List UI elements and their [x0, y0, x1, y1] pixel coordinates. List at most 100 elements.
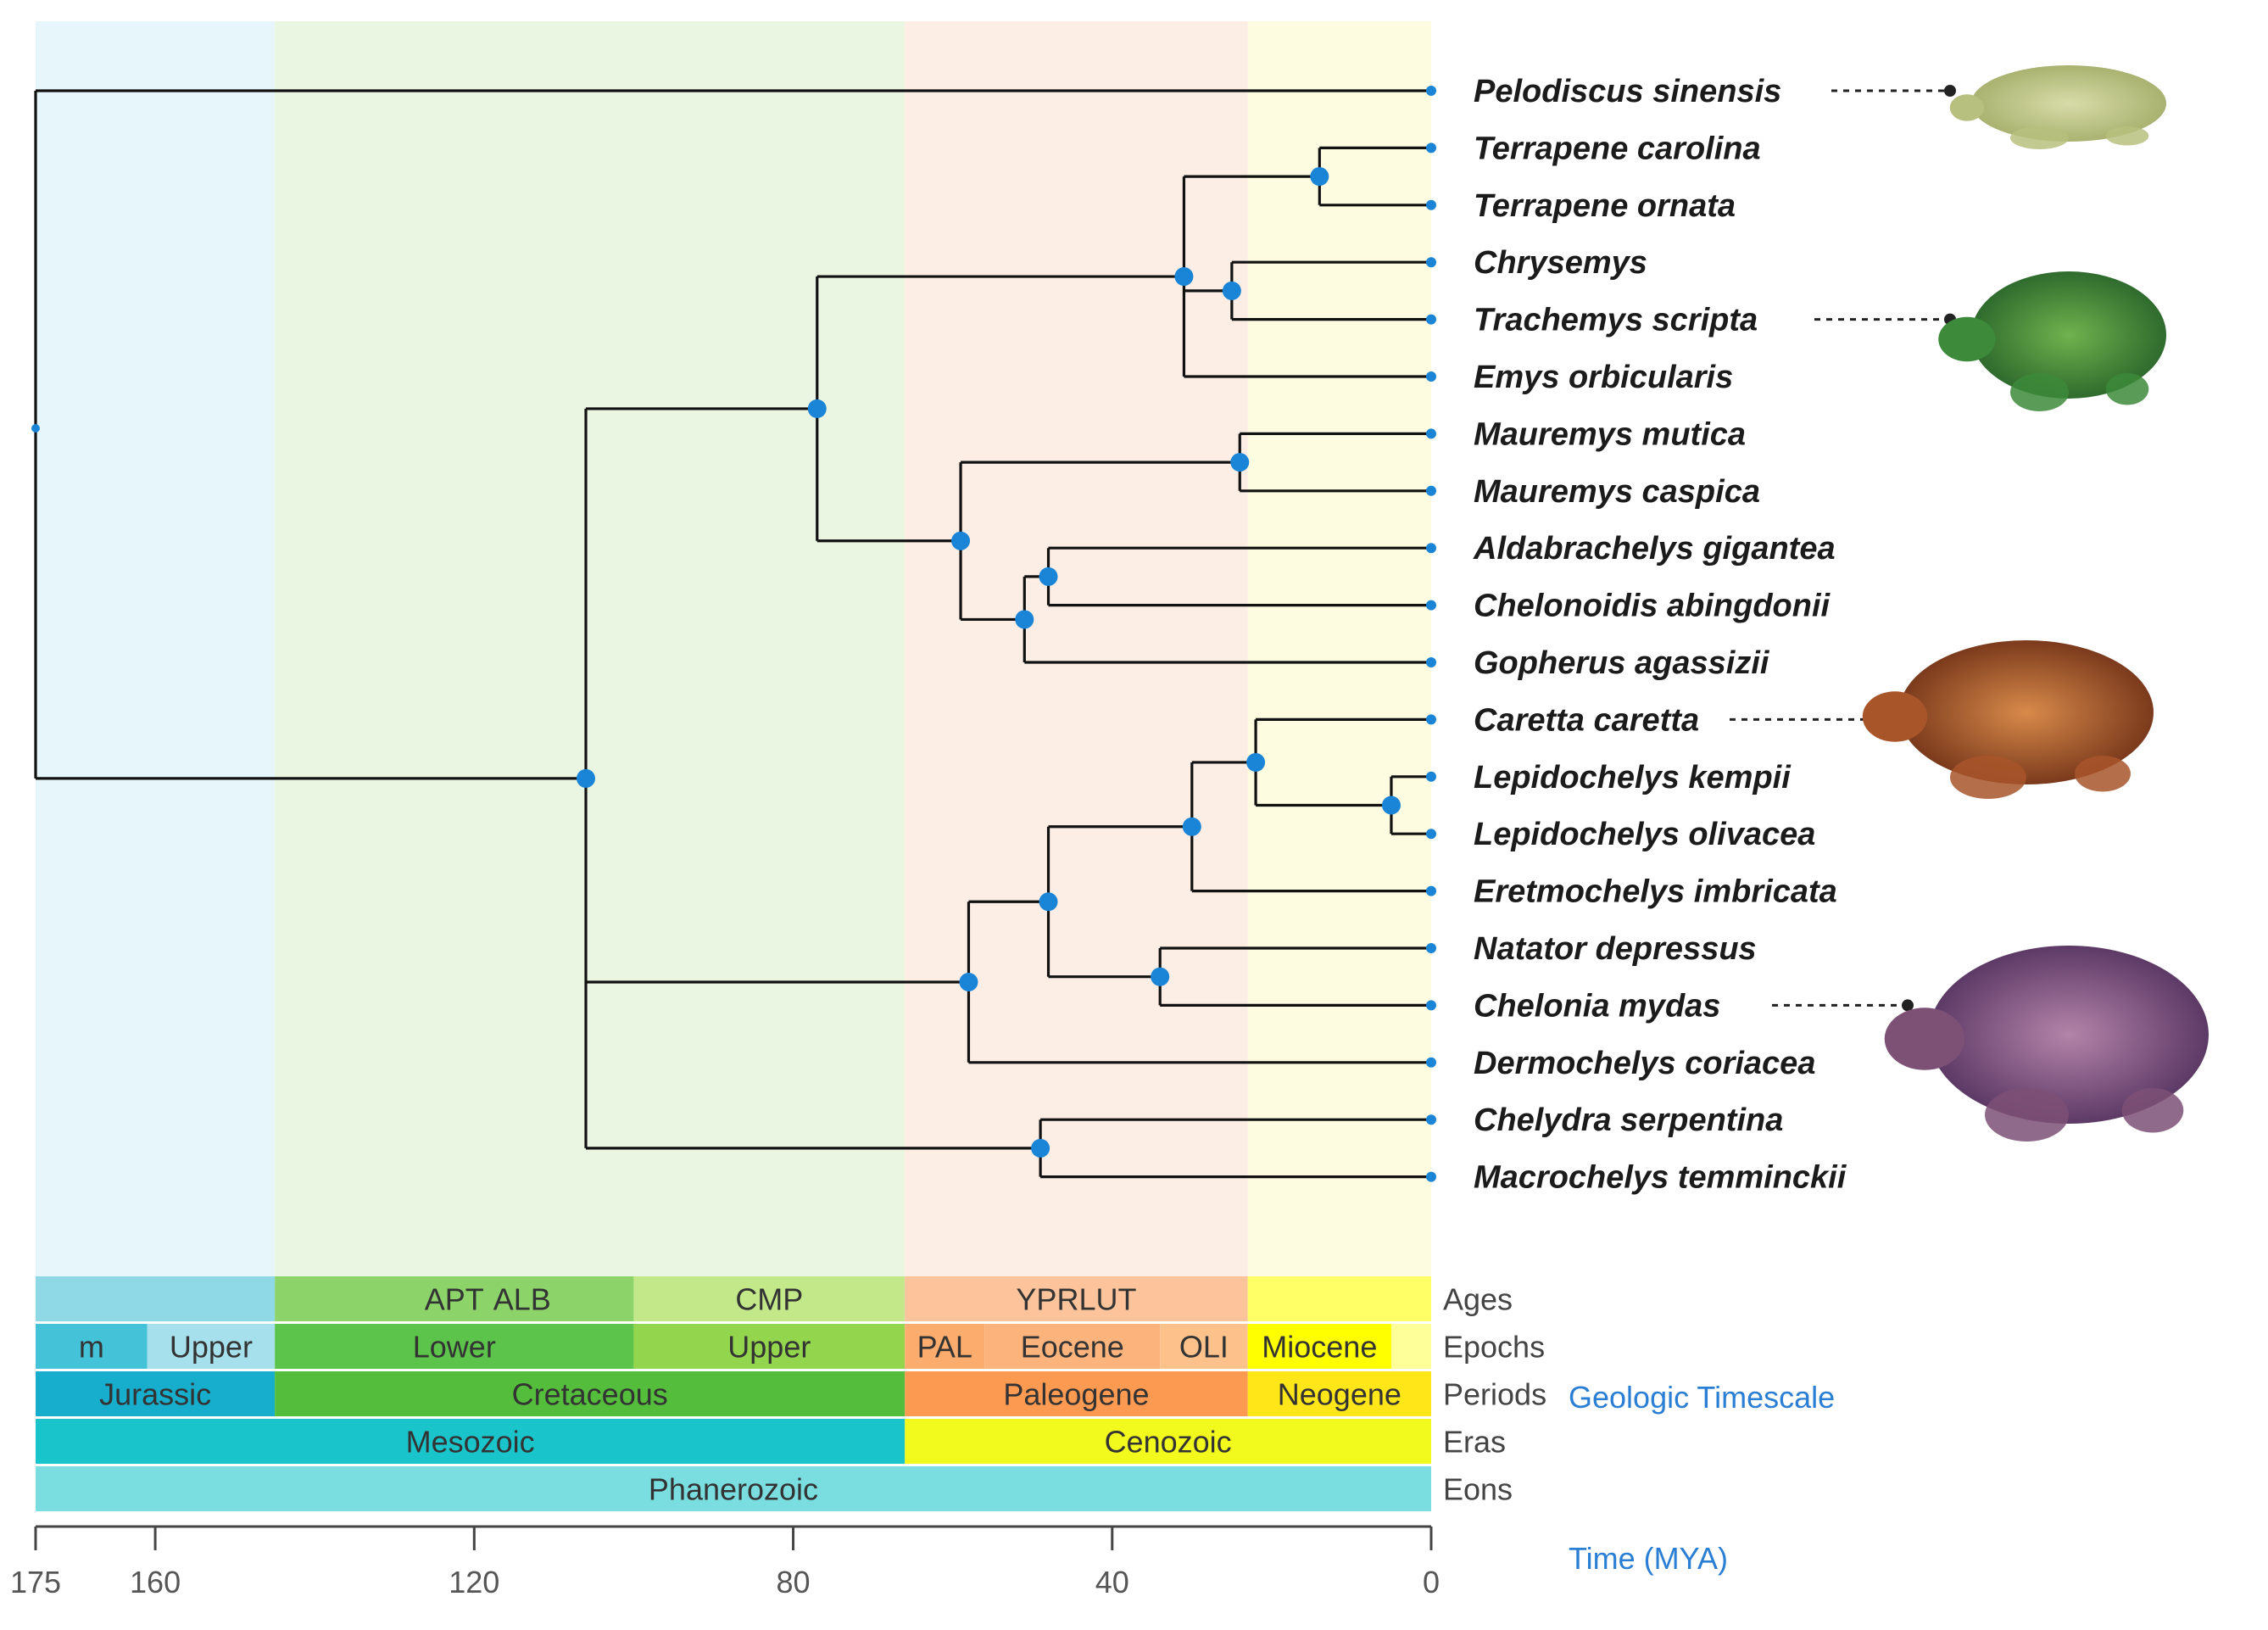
turtle-flipper: [2121, 1088, 2184, 1133]
timescale-title: Geologic Timescale: [1569, 1380, 1835, 1415]
timescale-segment: [1247, 1324, 1391, 1369]
tip-dot: [1426, 543, 1436, 554]
tip-label: Trachemys scripta: [1474, 303, 1758, 338]
timescale-label: Lower: [413, 1330, 496, 1365]
timescale-segment: [36, 1276, 276, 1321]
timescale-segment: [905, 1276, 1248, 1321]
axis-tick-label: 0: [1423, 1565, 1440, 1599]
tip-dot: [1426, 142, 1436, 154]
node-dot: [1031, 1138, 1050, 1158]
timescale-label: Upper: [727, 1330, 811, 1365]
timescale-segment: [1390, 1324, 1431, 1369]
turtle-flipper: [1950, 756, 2026, 799]
period-band: [1247, 21, 1431, 1276]
tip-label: Chrysemys: [1474, 245, 1647, 281]
green-sea-turtle-photo: [1772, 946, 2209, 1142]
photo-leader-dot: [1902, 999, 1914, 1012]
tip-dot: [1426, 714, 1436, 725]
softshell-turtle-photo: [1831, 65, 2166, 149]
turtle-head: [1884, 1008, 1965, 1070]
timescale-segment: [1247, 1276, 1431, 1321]
timescale-row-label: Eras: [1443, 1425, 1506, 1460]
tip-dot: [1426, 771, 1436, 782]
timescale-segment: [275, 1276, 634, 1321]
node-dot: [807, 399, 827, 418]
node-dot: [951, 531, 971, 550]
tip-label: Dermochelys coriacea: [1474, 1046, 1815, 1081]
tip-label: Emys orbicularis: [1474, 360, 1733, 395]
timescale-segment: [905, 1324, 985, 1369]
tip-dot: [1426, 199, 1436, 210]
timescale-segment: [36, 1324, 148, 1369]
tip-dot: [1426, 600, 1436, 611]
timescale-row-label: Ages: [1443, 1282, 1513, 1317]
timescale-row-label: Periods: [1443, 1377, 1546, 1412]
timescale-label: Upper: [170, 1330, 253, 1365]
tip-label: Terrapene carolina: [1474, 131, 1761, 166]
timescale-segment: [905, 1419, 1431, 1464]
red-eared-slider-photo: [1814, 271, 2166, 411]
turtle-flipper: [2075, 756, 2131, 792]
timescale-segment: [147, 1324, 276, 1369]
turtle-shell: [1929, 946, 2209, 1124]
axis-tick-label: 40: [1095, 1565, 1129, 1599]
timescale-label: Phanerozoic: [649, 1472, 818, 1507]
axis-tick-label: 120: [449, 1565, 499, 1599]
timescale-segment: [905, 1371, 1248, 1416]
tip-dot: [1426, 485, 1436, 496]
tree-branches: [34, 89, 1431, 1179]
loggerhead-sea-turtle-photo: [1730, 640, 2154, 799]
node-dot: [1381, 795, 1401, 815]
tip-dot: [1426, 885, 1436, 896]
node-dot: [1015, 610, 1034, 629]
timescale-row-label: Epochs: [1443, 1330, 1545, 1365]
node-dot: [1151, 967, 1170, 986]
axis-title: Time (MYA): [1569, 1541, 1728, 1576]
period-color-bands: [36, 21, 1431, 1276]
timescale-label: YPRLUT: [1016, 1282, 1136, 1317]
node-dot: [1039, 567, 1058, 586]
tip-label: Pelodiscus sinensis: [1474, 74, 1781, 109]
timescale-segment: [36, 1371, 276, 1416]
tip-label: Eretmochelys imbricata: [1474, 874, 1837, 910]
turtle-flipper: [2010, 126, 2069, 149]
timescale-label: Neogene: [1278, 1377, 1401, 1412]
tip-dot: [1426, 943, 1436, 953]
timescale-label: Mesozoic: [406, 1425, 535, 1460]
tip-dot: [1426, 371, 1436, 382]
photo-leader-dot: [1944, 85, 1956, 97]
axis-tick-label: 80: [777, 1565, 811, 1599]
period-band: [36, 21, 276, 1276]
tip-label: Gopherus agassizii: [1474, 645, 1770, 681]
tip-label: Chelonoidis abingdonii: [1474, 589, 1831, 624]
node-dot: [1230, 453, 1250, 472]
timescale-label: Cretaceous: [512, 1377, 668, 1412]
tip-label: Chelydra serpentina: [1474, 1102, 1783, 1138]
timescale-label: PAL: [917, 1330, 972, 1365]
timescale-label: Miocene: [1262, 1330, 1377, 1365]
node-dot: [1310, 167, 1329, 187]
timescale-label: Cenozoic: [1105, 1425, 1232, 1460]
tip-label: Lepidochelys kempii: [1474, 760, 1792, 795]
timescale-label: CMP: [735, 1282, 803, 1317]
axis-tick-label: 175: [10, 1565, 61, 1599]
tip-dot: [1426, 829, 1436, 840]
tip-label: Chelonia mydas: [1474, 988, 1720, 1024]
root-dot: [31, 424, 40, 433]
node-dot: [576, 768, 595, 788]
node-dot: [1222, 281, 1241, 300]
tip-label: Lepidochelys olivacea: [1474, 817, 1815, 852]
tip-dot: [1426, 1057, 1436, 1068]
timescale-segment: [36, 1466, 1431, 1511]
timescale-segment: [1160, 1324, 1248, 1369]
turtle-shell: [1971, 271, 2166, 399]
turtle-head: [1949, 94, 1985, 121]
turtle-flipper: [2105, 373, 2149, 405]
turtle-photos: [1730, 65, 2209, 1142]
timescale-label: Eocene: [1021, 1330, 1124, 1365]
tip-dot: [1426, 657, 1436, 667]
period-band: [905, 21, 1248, 1276]
